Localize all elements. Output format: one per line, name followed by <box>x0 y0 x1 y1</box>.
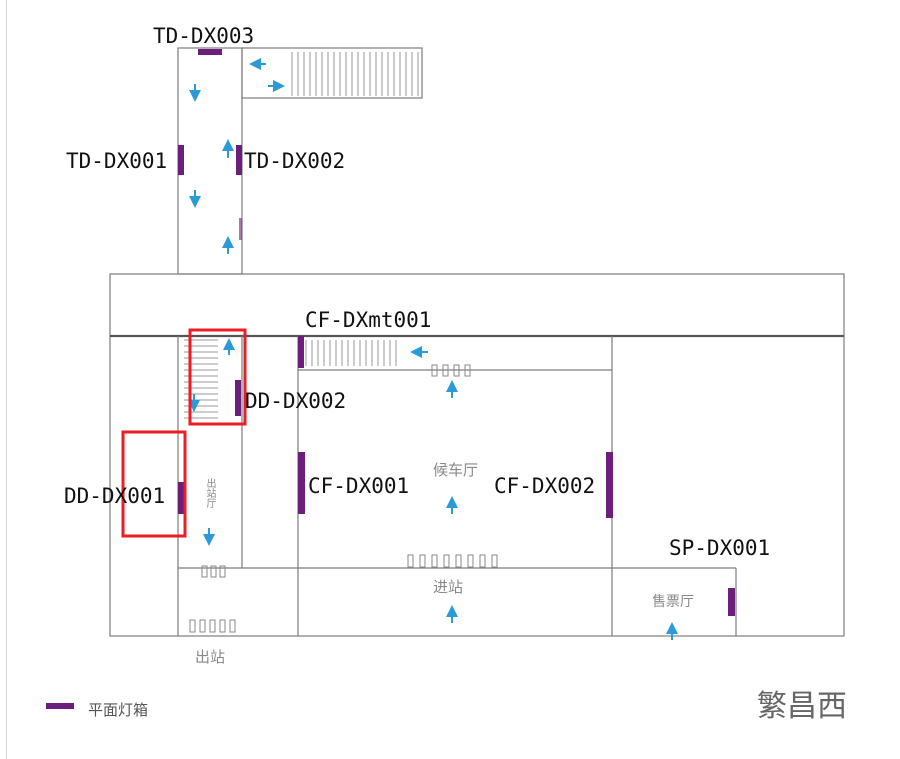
label-td-dx002: TD-DX002 <box>244 149 346 173</box>
stair-hatching-middle <box>305 340 397 366</box>
label-dd-dx001: DD-DX001 <box>64 484 166 508</box>
gate-row-exit <box>201 565 226 578</box>
lightbox-cf-dx002 <box>606 452 613 518</box>
ticket-gates <box>189 364 498 633</box>
label-dd-dx002: DD-DX002 <box>245 389 347 413</box>
lightbox-sp-dx001 <box>728 588 735 616</box>
highlight-dd-dx002 <box>188 328 247 426</box>
lightbox-cf-dx001 <box>298 452 305 514</box>
area-waiting-hall: 候车厅 <box>433 461 479 479</box>
label-cf-dxmt001: CF-DXmt001 <box>305 308 432 332</box>
area-entrance: 进站 <box>433 578 464 596</box>
label-sp-dx001: SP-DX001 <box>669 536 771 560</box>
lightbox-td-side <box>239 218 242 240</box>
lightbox-dd-dx002 <box>235 380 241 416</box>
legend-swatch <box>46 703 74 709</box>
highlight-boxes <box>121 328 247 538</box>
label-cf-dx001: CF-DX001 <box>308 474 410 498</box>
area-ticket-hall: 售票厅 <box>652 594 694 610</box>
label-td-dx001: TD-DX001 <box>66 149 168 173</box>
upper-stair-enclosure <box>241 47 423 99</box>
lightbox-td-dx002 <box>236 145 242 175</box>
area-exit-channel: 出站厅 <box>204 478 215 508</box>
gate-row-upper <box>431 364 471 377</box>
lightbox-cf-dxmt001 <box>298 336 304 368</box>
lightbox-markers <box>178 49 735 616</box>
lightbox-td-dx003 <box>198 49 222 55</box>
label-td-dx003: TD-DX003 <box>153 24 255 48</box>
area-exit: 出站 <box>195 648 226 666</box>
stair-hatching-upper <box>291 52 419 96</box>
main-building-outline <box>109 273 845 637</box>
page-edge-rule <box>6 0 7 759</box>
flow-arrows <box>188 58 678 640</box>
lightbox-td-dx001 <box>178 145 184 175</box>
station-name: 繁昌西 <box>757 689 847 724</box>
upper-concourse-wall <box>177 47 243 275</box>
gate-row-final-exit <box>189 619 236 633</box>
legend-label: 平面灯箱 <box>88 701 149 719</box>
lightbox-dd-dx001 <box>178 482 184 514</box>
highlight-dd-dx001 <box>121 430 187 538</box>
gate-row-entrance <box>407 554 498 568</box>
label-cf-dx002: CF-DX002 <box>494 474 596 498</box>
